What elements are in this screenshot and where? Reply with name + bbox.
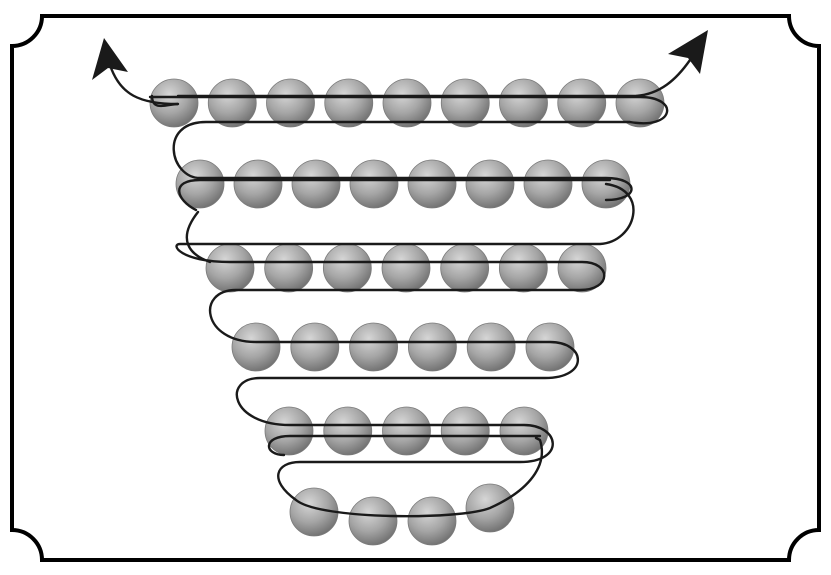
bead: [499, 244, 547, 292]
bead: [558, 79, 606, 127]
bead: [524, 160, 572, 208]
bead: [208, 79, 256, 127]
bead: [291, 323, 339, 371]
bead: [467, 323, 515, 371]
bead: [408, 323, 456, 371]
bead: [324, 407, 372, 455]
bead: [325, 79, 373, 127]
bead: [526, 323, 574, 371]
bead: [408, 497, 456, 545]
bead: [349, 497, 397, 545]
bead: [616, 79, 664, 127]
bead: [408, 160, 456, 208]
bead: [234, 160, 282, 208]
bead: [323, 244, 371, 292]
bead: [441, 79, 489, 127]
bead: [267, 79, 315, 127]
bead: [500, 79, 548, 127]
bead: [383, 79, 431, 127]
bead: [383, 407, 431, 455]
bead: [206, 244, 254, 292]
bead: [265, 244, 313, 292]
bead: [265, 407, 313, 455]
bead: [441, 407, 489, 455]
bead: [232, 323, 280, 371]
bead: [466, 160, 514, 208]
bead: [350, 160, 398, 208]
bead: [382, 244, 430, 292]
bead: [441, 244, 489, 292]
bead: [292, 160, 340, 208]
bead: [350, 323, 398, 371]
